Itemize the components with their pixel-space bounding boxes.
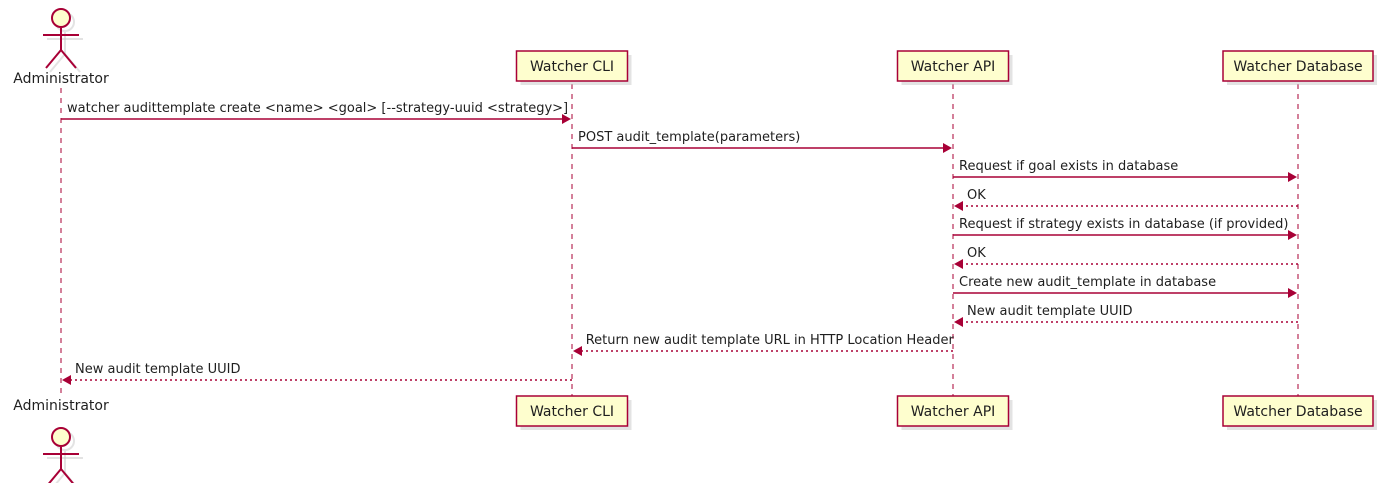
message-arrowhead xyxy=(954,201,963,211)
actor-label: Administrator xyxy=(13,71,109,87)
message-arrowhead xyxy=(954,259,963,269)
lifelines-layer xyxy=(60,84,1299,396)
participant-box[interactable] xyxy=(896,50,1010,82)
message-8: New audit template UUID xyxy=(954,304,1298,327)
participant-watcher_api[interactable]: Watcher API xyxy=(896,50,1013,85)
message-1: watcher audittemplate create <name> <goa… xyxy=(61,101,571,124)
message-label: watcher audittemplate create <name> <goa… xyxy=(67,101,568,116)
messages-layer: watcher audittemplate create <name> <goa… xyxy=(61,101,1298,385)
participant-watcher_cli[interactable]: Watcher CLI xyxy=(515,395,632,430)
message-5: Request if strategy exists in database (… xyxy=(953,217,1297,240)
actor-leg-right-icon xyxy=(60,49,77,69)
message-label: OK xyxy=(967,246,986,261)
actor-head-icon xyxy=(51,8,71,28)
message-2: POST audit_template(parameters) xyxy=(572,130,952,153)
participant-box[interactable] xyxy=(515,50,629,82)
participant-label: Watcher CLI xyxy=(530,59,614,75)
message-3: Request if goal exists in database xyxy=(953,159,1297,182)
message-arrowhead xyxy=(1288,288,1297,298)
participant-label: Watcher Database xyxy=(1233,404,1362,420)
participant-box[interactable] xyxy=(1222,395,1374,427)
participant-label: Watcher CLI xyxy=(530,404,614,420)
message-arrowhead xyxy=(573,346,582,356)
participant-watcher_api[interactable]: Watcher API xyxy=(896,395,1013,430)
actor-head-icon xyxy=(51,427,71,447)
participant-watcher_database[interactable]: Watcher Database xyxy=(1222,50,1377,85)
participant-watcher_database[interactable]: Watcher Database xyxy=(1222,395,1377,430)
message-label: New audit template UUID xyxy=(967,304,1132,319)
actor-administrator[interactable]: Administrator xyxy=(13,398,109,483)
participant-label: Watcher API xyxy=(911,59,996,75)
message-4: OK xyxy=(954,188,1298,211)
message-arrowhead xyxy=(943,143,952,153)
participant-box[interactable] xyxy=(1222,50,1374,82)
message-10: New audit template UUID xyxy=(62,362,572,385)
message-6: OK xyxy=(954,246,1298,269)
message-arrowhead xyxy=(62,375,71,385)
actor-label: Administrator xyxy=(13,398,109,414)
message-label: Request if strategy exists in database (… xyxy=(959,217,1288,232)
message-arrowhead xyxy=(1288,230,1297,240)
message-label: New audit template UUID xyxy=(75,362,240,377)
message-arrowhead xyxy=(1288,172,1297,182)
message-label: Create new audit_template in database xyxy=(959,275,1216,290)
participant-box[interactable] xyxy=(896,395,1010,427)
message-7: Create new audit_template in database xyxy=(953,275,1297,298)
actor-administrator[interactable]: Administrator xyxy=(13,8,109,87)
message-arrowhead xyxy=(954,317,963,327)
participant-label: Watcher Database xyxy=(1233,59,1362,75)
message-9: Return new audit template URL in HTTP Lo… xyxy=(573,333,955,356)
participant-box[interactable] xyxy=(515,395,629,427)
actor-leg-right-icon xyxy=(60,468,74,483)
message-label: Return new audit template URL in HTTP Lo… xyxy=(586,333,955,348)
participant-label: Watcher API xyxy=(911,404,996,420)
message-label: Request if goal exists in database xyxy=(959,159,1178,174)
participant-watcher_cli[interactable]: Watcher CLI xyxy=(515,50,632,85)
message-arrowhead xyxy=(562,114,571,124)
message-label: OK xyxy=(967,188,986,203)
actor-leg-left-icon xyxy=(45,49,62,69)
message-label: POST audit_template(parameters) xyxy=(578,130,800,145)
actor-leg-left-icon xyxy=(48,468,62,483)
